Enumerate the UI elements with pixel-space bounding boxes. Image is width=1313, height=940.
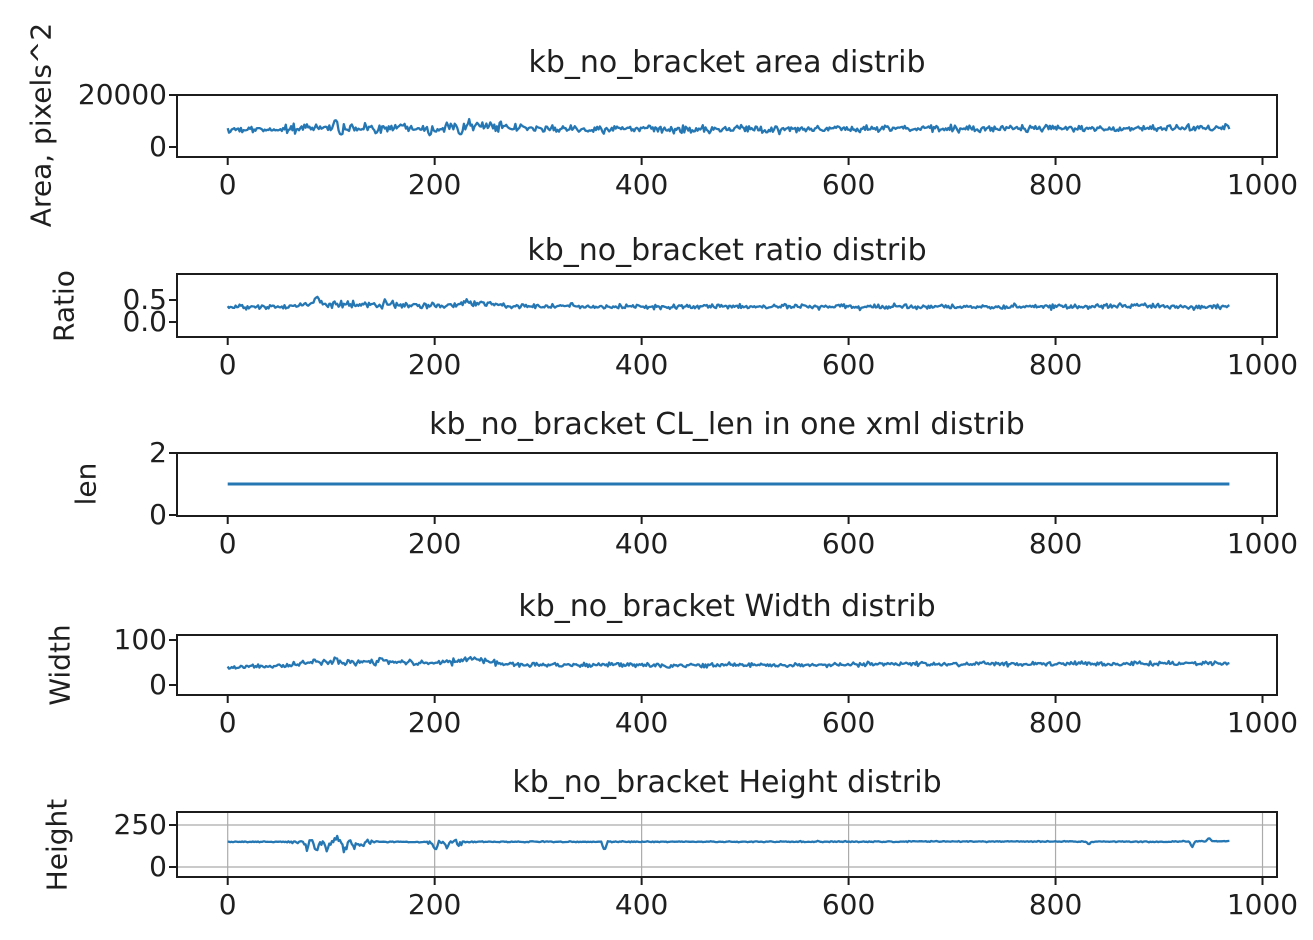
y-axis-label-len: len [69,462,103,506]
y-tick-label: 0.5 [122,282,167,316]
chart-title-width: kb_no_bracket Width distrib [518,589,936,624]
x-tick-label: 600 [821,168,876,201]
x-tick-label: 800 [1028,348,1083,381]
y-tick-label: 100 [113,622,167,656]
x-tick-label: 400 [614,706,669,739]
y-tick-label: 250 [113,808,167,841]
y-tick-label: 0 [149,498,167,531]
x-tick-label: 800 [1028,888,1083,921]
x-tick-label: 600 [821,888,876,921]
plot-box [176,452,1278,517]
x-tick-label: 800 [1028,706,1083,739]
x-tick-label: 0 [218,168,237,201]
x-tick-label: 1000 [1226,348,1299,381]
x-tick-label: 0 [218,888,237,921]
x-tick-label: 600 [821,527,876,560]
y-tick-label: 2 [149,436,167,469]
x-tick-label: 1000 [1226,888,1299,921]
x-tick-label: 200 [407,348,462,381]
x-tick-label: 600 [821,348,876,381]
y-tick-label: 0 [149,668,167,701]
x-tick-label: 400 [614,527,669,560]
y-tick-label: 0.0 [122,305,167,339]
plot-box [176,634,1278,696]
x-tick-label: 0 [218,527,237,560]
x-tick-label: 1000 [1226,706,1299,739]
y-tick-label: 0 [149,129,167,163]
x-tick-label: 1000 [1226,527,1299,560]
x-tick-label: 200 [407,527,462,560]
x-tick-label: 200 [407,706,462,739]
series-line-width [226,655,1230,670]
chart-title-height: kb_no_bracket Height distrib [512,765,942,800]
plot-box [176,273,1278,338]
x-tick-label: 1000 [1226,168,1299,201]
x-tick-label: 800 [1028,168,1083,201]
x-tick-label: 200 [407,168,462,201]
series-line-area [226,117,1231,137]
series-line-height [227,834,1230,854]
series-line-ratio [226,295,1230,312]
chart-title-cl-len: kb_no_bracket CL_len in one xml distrib [429,407,1025,442]
x-tick-label: 800 [1028,527,1083,560]
y-tick-label: 0 [149,850,167,883]
x-tick-label: 0 [218,706,237,739]
chart-title-area: kb_no_bracket area distrib [528,45,926,80]
x-tick-label: 0 [218,348,237,381]
chart-title-ratio: kb_no_bracket ratio distrib [527,233,927,268]
y-axis-label-area: Area, pixels^2 [24,22,58,228]
x-tick-label: 400 [614,888,669,921]
plot-box [176,94,1278,158]
plot-box [176,811,1278,878]
x-tick-label: 400 [614,168,669,201]
x-tick-label: 600 [821,706,876,739]
x-tick-label: 200 [407,888,462,921]
y-tick-label: 20000 [77,78,167,111]
x-tick-label: 400 [614,348,669,381]
